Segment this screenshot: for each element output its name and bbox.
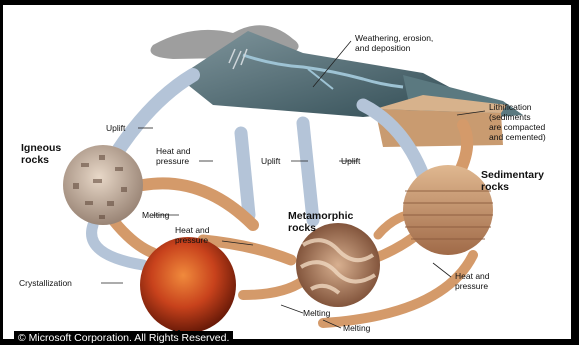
crystallization-label: Crystallization bbox=[19, 278, 72, 288]
rock-cycle-diagram: Weathering, erosion, and deposition Lith… bbox=[3, 5, 571, 339]
lithification-label: Lithification (sediments are compacted a… bbox=[489, 102, 548, 142]
heat-pressure-label-top: Heat and pressure bbox=[156, 146, 193, 166]
diagram-panel: Weathering, erosion, and deposition Lith… bbox=[3, 5, 571, 339]
heat-pressure-label-right: Heat and pressure bbox=[455, 271, 492, 291]
melting-label-upper: Melting bbox=[142, 210, 170, 220]
melting-label-bottom: Melting bbox=[343, 323, 371, 333]
uplift-label-middle: Uplift bbox=[261, 156, 281, 166]
igneous-rocks-label: Igneous rocks bbox=[21, 142, 64, 166]
uplift-label-right: Uplift bbox=[341, 156, 361, 166]
heat-pressure-label-middle: Heat and pressure bbox=[175, 225, 212, 245]
uplift-label-left: Uplift bbox=[106, 123, 126, 133]
melting-label-lower: Melting bbox=[303, 308, 331, 318]
sedimentary-rock-sample bbox=[403, 165, 493, 255]
weathering-label: Weathering, erosion, and deposition bbox=[355, 33, 436, 53]
magma-blob bbox=[140, 237, 236, 333]
sedimentary-rocks-label: Sedimentary rocks bbox=[481, 169, 547, 193]
copyright-notice: © Microsoft Corporation. All Rights Rese… bbox=[14, 331, 233, 345]
